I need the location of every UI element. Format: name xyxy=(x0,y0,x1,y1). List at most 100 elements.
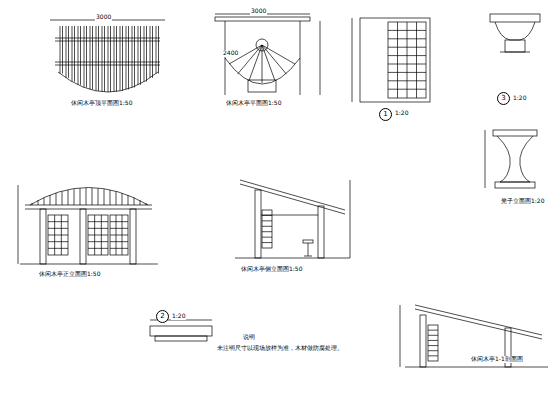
stroke xyxy=(96,26,97,91)
stroke xyxy=(140,26,141,85)
stroke xyxy=(428,330,438,331)
stroke xyxy=(92,26,93,89)
stroke xyxy=(80,26,81,85)
floor-plan xyxy=(215,14,320,95)
stroke xyxy=(428,355,438,356)
stroke xyxy=(60,26,61,74)
stroke xyxy=(262,237,272,238)
view-title: 休闲木亭平面图1:50 xyxy=(225,100,282,107)
stroke xyxy=(122,193,123,205)
stool-plan xyxy=(490,14,540,52)
stroke xyxy=(56,193,57,205)
stroke xyxy=(122,26,123,91)
detail-2 xyxy=(150,320,212,341)
stroke xyxy=(397,22,398,98)
stroke xyxy=(98,188,99,205)
stroke xyxy=(88,235,108,236)
stroke xyxy=(388,55,426,56)
stroke xyxy=(66,26,67,78)
stroke xyxy=(428,335,438,336)
stroke xyxy=(110,235,128,236)
view-title: 休闲木亭顶平面图1:50 xyxy=(70,100,133,107)
stool-elevation xyxy=(485,130,537,188)
stroke xyxy=(407,22,408,98)
stroke xyxy=(146,26,147,82)
stroke xyxy=(150,26,151,78)
stroke xyxy=(68,26,69,78)
stroke xyxy=(120,26,121,91)
view-title: 休闲木亭1-1剖面图 xyxy=(470,356,524,363)
stroke xyxy=(38,200,39,205)
note-heading: 说明 xyxy=(242,334,256,341)
callout-number: 1 xyxy=(379,108,392,121)
stroke xyxy=(48,221,68,222)
stroke xyxy=(110,221,128,222)
stroke xyxy=(262,242,272,243)
stroke xyxy=(132,26,133,87)
stroke xyxy=(388,30,426,31)
stroke xyxy=(68,190,69,205)
stroke xyxy=(92,188,93,205)
stroke xyxy=(262,45,286,74)
stroke xyxy=(116,26,117,92)
stroke xyxy=(80,188,81,205)
scale: 1:20 xyxy=(394,110,409,117)
stroke xyxy=(388,64,426,65)
dimension: 2400 xyxy=(222,50,239,57)
stroke xyxy=(262,45,295,64)
stroke xyxy=(416,22,417,98)
stroke xyxy=(74,189,75,205)
stroke xyxy=(262,226,272,227)
stroke xyxy=(88,248,108,249)
stroke xyxy=(62,191,63,205)
stroke xyxy=(104,189,105,205)
callout-number: 2 xyxy=(156,310,169,323)
stroke xyxy=(152,26,153,78)
stroke xyxy=(388,38,426,39)
stroke xyxy=(88,221,108,222)
stroke xyxy=(86,188,87,205)
stroke xyxy=(62,26,63,74)
stroke xyxy=(249,45,262,81)
stroke xyxy=(72,26,73,82)
stroke xyxy=(262,220,272,221)
side-elevation xyxy=(235,180,350,258)
stroke xyxy=(110,241,128,242)
view-title: 休闲木亭正立面图1:50 xyxy=(38,271,101,278)
stroke xyxy=(88,241,108,242)
note-text: 未注明尺寸以现场放样为准，木材做防腐处理。 xyxy=(216,345,344,352)
stroke xyxy=(116,191,117,205)
stroke xyxy=(144,26,145,82)
stroke xyxy=(388,80,426,81)
stroke xyxy=(108,26,109,92)
stroke xyxy=(140,200,141,205)
roof-plan xyxy=(50,20,165,92)
stroke xyxy=(262,45,275,81)
front-elevation xyxy=(18,185,158,264)
stroke xyxy=(44,197,45,205)
stroke xyxy=(134,197,135,205)
stroke xyxy=(262,231,272,232)
dimension: 3000 xyxy=(250,8,267,15)
stroke xyxy=(128,26,129,89)
stroke xyxy=(114,26,115,92)
stroke xyxy=(74,26,75,82)
dimension: 3000 xyxy=(95,14,112,21)
view-title: 凳子立面图1:20 xyxy=(500,198,545,205)
section-1-1 xyxy=(400,305,548,367)
stroke xyxy=(138,26,139,85)
stroke xyxy=(88,228,108,229)
stroke xyxy=(110,190,111,205)
stroke xyxy=(126,26,127,89)
stroke xyxy=(48,241,68,242)
stroke xyxy=(90,26,91,89)
lattice-panel xyxy=(352,18,430,102)
stroke xyxy=(388,72,426,73)
stroke xyxy=(98,26,99,91)
stroke xyxy=(238,45,262,74)
stroke xyxy=(48,228,68,229)
stroke xyxy=(388,89,426,90)
stroke xyxy=(428,350,438,351)
stroke xyxy=(48,248,68,249)
